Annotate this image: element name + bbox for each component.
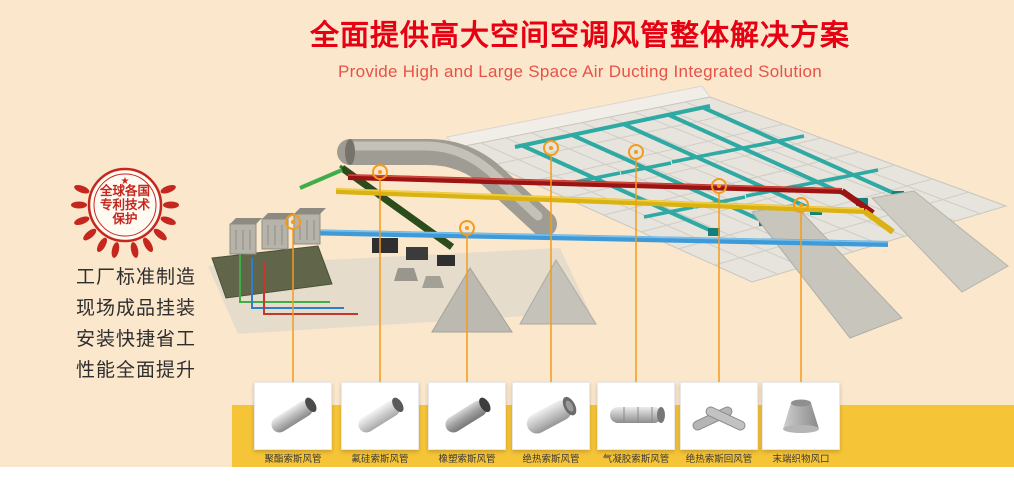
- badge-line: 专利技术: [99, 198, 150, 212]
- product-label: 绝热索斯回风管: [685, 454, 753, 465]
- product-image: [597, 382, 675, 450]
- product-image: [254, 382, 332, 450]
- fabric-duct-icon: [358, 397, 404, 433]
- product-label: 末端织物风口: [772, 454, 830, 465]
- patent-badge: ★ 全球各国 专利技术 保护: [70, 148, 180, 258]
- product-label: 绝热索斯风管: [522, 454, 580, 465]
- return-duct-branch-icon: [692, 406, 746, 431]
- feature-line: 安装快捷省工: [76, 329, 197, 350]
- page-subtitle: Provide High and Large Space Air Ducting…: [338, 62, 822, 81]
- product-image: [512, 382, 590, 450]
- bottom-strip: [0, 467, 1014, 501]
- fabric-duct-icon: [271, 397, 317, 433]
- badge-line: 保护: [112, 212, 138, 226]
- fabric-duct-icon: [445, 397, 491, 433]
- callout-markers: [285, 140, 809, 386]
- feature-line: 性能全面提升: [76, 360, 197, 381]
- product-card: 气凝胶索斯风管: [591, 382, 681, 465]
- badge-line: 全球各国: [99, 184, 150, 198]
- product-label: 气凝胶索斯风管: [602, 454, 670, 465]
- aerogel-duct-icon: [610, 407, 665, 423]
- badge-text: 全球各国 专利技术 保护: [70, 184, 180, 226]
- product-card: 绝热索斯风管: [506, 382, 596, 465]
- page-title: 全面提供高大空间空调风管整体解决方案: [309, 20, 850, 52]
- product-image: [680, 382, 758, 450]
- product-card: 橡塑索斯风管: [422, 382, 512, 465]
- header: 全面提供高大空间空调风管整体解决方案 Provide High and Larg…: [240, 12, 920, 82]
- product-image: [428, 382, 506, 450]
- product-card: 氟硅索斯风管: [335, 382, 425, 465]
- product-card: 聚酯索斯风管: [248, 382, 338, 465]
- svg-text:★: ★: [121, 176, 130, 187]
- insulated-duct-icon: [526, 396, 577, 434]
- product-image: [341, 382, 419, 450]
- product-label: 橡塑索斯风管: [438, 454, 496, 465]
- teal-branch-ducts: [514, 104, 899, 234]
- product-label: 氟硅索斯风管: [351, 454, 409, 465]
- product-card: 绝热索斯回风管: [674, 382, 764, 465]
- product-label: 聚酯索斯风管: [264, 454, 322, 465]
- cooling-equipment: [211, 208, 358, 315]
- product-image: [762, 382, 840, 450]
- main-silver-duct: [337, 139, 557, 237]
- fabric-outlet-icon: [783, 399, 819, 433]
- feature-list: 工厂标准制造 现场成品挂装 安装快捷省工 性能全面提升: [76, 262, 196, 386]
- feature-line: 现场成品挂装: [76, 298, 197, 319]
- feature-line: 工厂标准制造: [76, 267, 197, 288]
- product-card: 末端织物风口: [756, 382, 846, 465]
- laurel-wreath-icon: ★: [71, 167, 179, 258]
- colored-ducts: [297, 164, 895, 250]
